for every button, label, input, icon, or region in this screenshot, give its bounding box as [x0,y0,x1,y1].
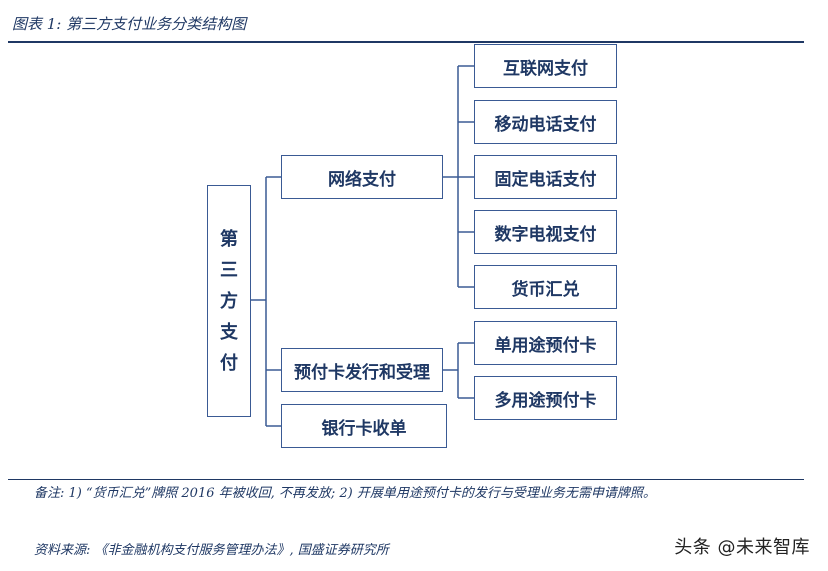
node-currency-exchange: 货币汇兑 [474,265,617,309]
source-line: 资料来源: 《非金融机构支付服务管理办法》, 国盛证券研究所 [34,543,389,558]
root-char: 支 [220,321,238,343]
figure-title: 图表 1: 第三方支付业务分类结构图 [12,15,247,33]
node-digital-tv-payment: 数字电视支付 [474,210,617,254]
node-multi-purpose-prepaid-card: 多用途预付卡 [474,376,617,420]
node-internet-payment: 互联网支付 [474,44,617,88]
root-char: 付 [220,352,238,374]
watermark: 头条 @未来智库 [674,537,810,558]
node-network-payment: 网络支付 [281,155,443,199]
connector-lines [251,65,474,427]
top-rule [8,41,804,43]
root-char: 三 [220,259,238,281]
root-char: 第 [220,228,238,250]
node-bank-card-acquiring: 银行卡收单 [281,404,447,448]
root-node-third-party-payment: 第 三 方 支 付 [207,185,251,417]
node-single-purpose-prepaid-card: 单用途预付卡 [474,321,617,365]
footnote: 备注: 1) “货币汇兑”牌照 2016 年被收回, 不再发放; 2) 开展单用… [34,486,656,501]
node-fixed-phone-payment: 固定电话支付 [474,155,617,199]
node-prepaid-card: 预付卡发行和受理 [281,348,443,392]
root-char: 方 [220,290,238,312]
bottom-rule [8,479,804,480]
node-mobile-phone-payment: 移动电话支付 [474,100,617,144]
